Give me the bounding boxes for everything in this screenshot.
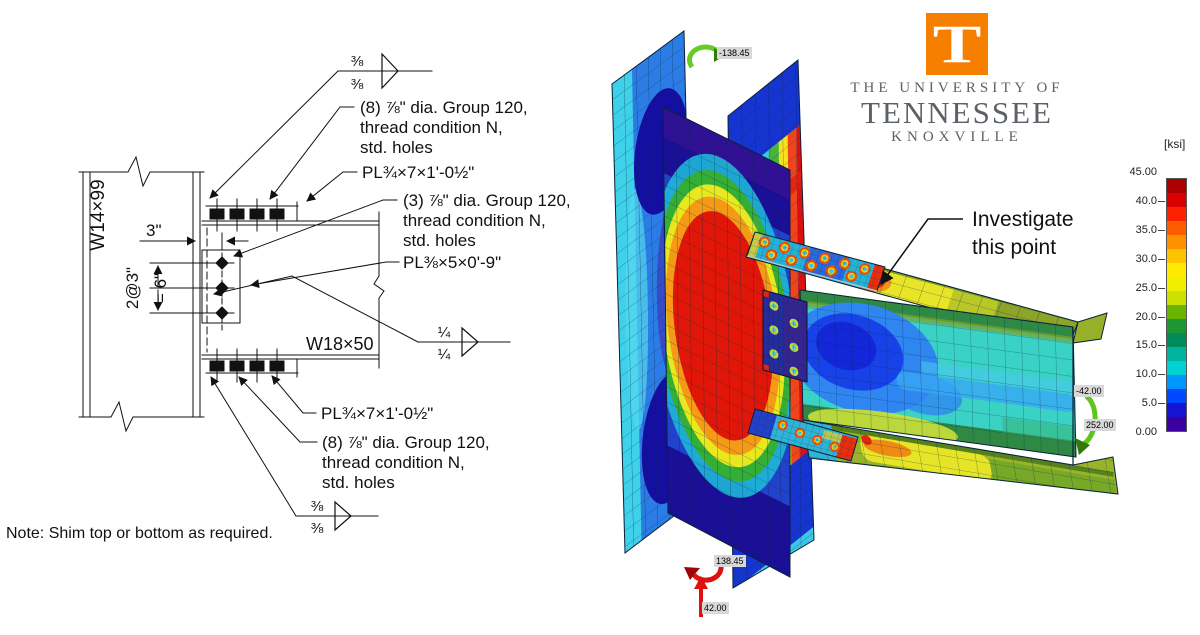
investigate-line-2: this point [972,236,1056,259]
dim-2at3-text: 2@3" [123,267,142,309]
fea-shear-plate [763,290,807,382]
color-scale-band [1167,403,1186,417]
color-scale-band [1167,389,1186,403]
color-scale-band [1167,235,1186,249]
top-flange-splice [201,198,380,232]
color-scale-tick-label: 20.0 [1135,310,1157,323]
callout-web-bolts-1: (3) ⅞" dia. Group 120, [403,191,571,210]
weld-mid-lower: ¼ [438,346,451,363]
color-scale-tick-label: 5.0 [1141,397,1157,410]
color-scale-band [1167,249,1186,263]
column-top-break [78,155,205,188]
color-scale-band [1167,179,1186,193]
column-outline [78,155,208,433]
color-scale-band [1167,361,1186,375]
color-scale-bar [1166,178,1187,432]
color-scale-tick-label: 15.0 [1135,339,1157,352]
color-scale-band [1167,319,1186,333]
dim-3in-text: 3" [146,221,162,240]
color-scale-band [1167,291,1186,305]
color-scale-tick [1158,374,1165,376]
color-scale-band [1167,193,1186,207]
color-scale-tick [1158,229,1165,231]
column-label: W14×99 [88,179,109,250]
weld-symbol-bottom: ⅜ ⅜ [210,376,379,537]
weld-bottom-upper: ⅜ [311,498,324,515]
beam-label: W18×50 [306,334,374,354]
drawing-note: Note: Shim top or bottom as required. [6,525,273,542]
color-scale-band [1167,347,1186,361]
color-scale-tick-label: 45.00 [1129,166,1157,178]
weld-bottom-lower: ⅜ [311,520,324,537]
color-scale-band [1167,333,1186,347]
callout-texts: (8) ⅞" dia. Group 120, thread condition … [321,98,571,492]
color-scale-tick [1158,403,1165,405]
callout-leaders [233,106,400,443]
color-scale-band [1167,277,1186,291]
column-bottom-break [78,400,205,433]
color-scale-band [1167,417,1186,431]
color-scale-tick [1158,287,1165,289]
color-scale-band [1167,221,1186,235]
callout-top-bolts-3: std. holes [360,138,433,157]
color-scale-tick-label: 25.0 [1135,281,1157,294]
weld-top-lower: ⅜ [351,76,364,93]
investigate-annotation: Investigate this point [880,208,1074,286]
logo-line-1: THE UNIVERSITY OF [850,80,1064,96]
color-scale-band [1167,305,1186,319]
color-scale-tick-label: 0.00 [1135,426,1157,439]
color-scale-tick [1158,316,1165,318]
ut-power-t-icon: T [926,13,988,75]
callout-top-bolts-2: thread condition N, [360,118,503,137]
fea-top-flange-tip [1072,312,1108,344]
color-scale-tick [1158,345,1165,347]
color-scale-tick-label: 30.0 [1135,252,1157,265]
color-scale-tick [1158,258,1165,260]
load-label-bottom-moment: 138.45 [714,555,746,567]
callout-top-plate: PL¾×7×1'-0½" [362,163,474,182]
load-label-right-moment: 252.00 [1084,419,1116,431]
connection-detail-drawing: 3" 2@3" = 6" W14×99 W18×50 ⅜ ⅜ ¼ ¼ [6,52,571,542]
color-scale-unit: [ksi] [1164,137,1186,151]
weld-mid-upper: ¼ [438,324,451,341]
callout-top-bolts-1: (8) ⅞" dia. Group 120, [360,98,528,117]
color-scale-band [1167,263,1186,277]
logo-line-3: KNOXVILLE [891,129,1023,145]
dimension-bolt-spacing: 2@3" = 6" [123,262,213,314]
callout-bottom-plate: PL¾×7×1'-0½" [321,404,433,423]
load-label-right-shear: -42.00 [1074,385,1104,397]
callout-web-bolts-3: std. holes [403,231,476,250]
ut-logo: T THE UNIVERSITY OF TENNESSEE KNOXVILLE [847,10,1067,146]
color-scale-labels: 45.00 40.0 35.0 30.0 25.0 20.0 15.0 10.0 5.0 0.00 [1100,0,1166,630]
beam-break-line [373,211,385,369]
right-moment-arrow [1082,393,1098,446]
dimension-3in: 3" [139,221,249,250]
weld-top-upper: ⅜ [351,53,364,70]
color-scale-tick-label: 35.0 [1135,223,1157,236]
callout-bottom-bolts-3: std. holes [322,473,395,492]
color-scale-tick-label: 10.0 [1135,368,1157,381]
investigate-line-1: Investigate [972,208,1074,231]
shear-plate [201,243,241,331]
callout-bottom-bolts-1: (8) ⅞" dia. Group 120, [322,433,490,452]
callout-web-plate: PL⅜×5×0'-9" [403,253,501,272]
callout-web-bolts-2: thread condition N, [403,211,546,230]
color-scale-tick-label: 40.0 [1135,194,1157,207]
dim-eq6-text: = 6" [151,273,170,303]
load-label-bottom-force: 42.00 [702,602,729,614]
weld-symbol-middle: ¼ ¼ [213,275,511,363]
color-scale-tick [1158,200,1165,202]
color-scale-band [1167,207,1186,221]
load-label-top-moment: -138.45 [717,47,752,59]
weld-symbol-top: ⅜ ⅜ [209,52,433,199]
color-scale-band [1167,375,1186,389]
callout-bottom-bolts-2: thread condition N, [322,453,465,472]
logo-line-2: TENNESSEE [861,95,1053,130]
fea-model: Investigate this point [611,30,1119,617]
bottom-flange-splice [201,348,380,383]
ut-monogram: T [932,14,982,74]
